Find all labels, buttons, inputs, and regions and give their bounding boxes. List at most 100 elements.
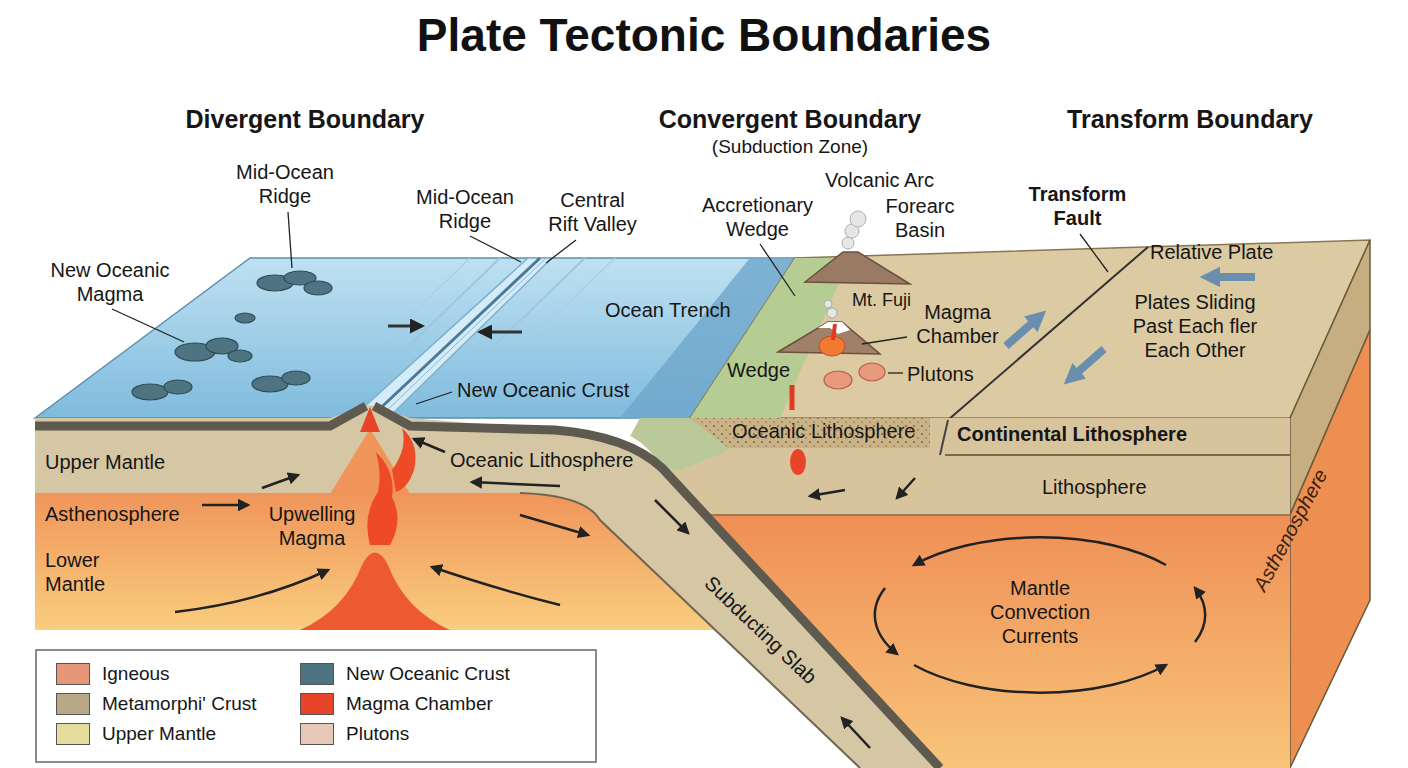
- leader-line: [288, 212, 292, 268]
- convection-arrow: [1195, 588, 1205, 642]
- seafloor-rocks: [304, 281, 332, 295]
- part-label: Upper Mantle: [45, 450, 165, 474]
- motion-arrow: [480, 331, 522, 334]
- part-label: Forearc Basin: [880, 194, 960, 242]
- mantle-arrow: [520, 515, 588, 535]
- motion-arrow: [388, 325, 422, 328]
- part-label: Mt. Fuji: [852, 290, 911, 312]
- seafloor-rocks: [235, 313, 255, 323]
- mantle-arrow: [897, 478, 915, 498]
- legend-text: Magma Chamber: [346, 693, 493, 716]
- mantle-arrow: [432, 567, 560, 605]
- side-face: [1290, 330, 1370, 768]
- mantle-arrow: [175, 570, 328, 612]
- legend-box: [36, 650, 596, 762]
- leader-line: [862, 337, 907, 344]
- seafloor-rocks: [132, 384, 168, 400]
- leader-line: [416, 392, 452, 404]
- volcanoes: [842, 237, 854, 249]
- convection-arrow: [914, 537, 1166, 565]
- legend-box: [36, 650, 596, 762]
- part-label: Magma Chamber: [910, 300, 1005, 348]
- part-label: Ocean Trench: [605, 298, 731, 322]
- leader-line: [112, 212, 1108, 404]
- mantle-arrow: [842, 718, 870, 748]
- oceanic-lithosphere: [35, 405, 940, 768]
- part-label: Volcanic Arc: [825, 168, 934, 192]
- part-label: Mid-Ocean Ridge: [405, 185, 525, 233]
- convection-arrow: [914, 665, 1166, 693]
- oceanic-lithosphere: [35, 405, 935, 768]
- part-label: New Oceanic Magma: [40, 258, 180, 306]
- upwelling-magma: [367, 428, 415, 545]
- mantle-arrow: [655, 500, 688, 533]
- part-label: Asthenosphere: [1248, 465, 1332, 595]
- mantle-arrow: [414, 439, 445, 452]
- plate-arrow: [1208, 273, 1255, 281]
- part-label: Upwelling Magma: [262, 502, 362, 550]
- part-label: Plates Sliding Past Each fler Each Other: [1125, 290, 1265, 362]
- part-label: Lithosphere: [1042, 475, 1147, 499]
- ocean-surface: [35, 258, 795, 418]
- part-label: Lower Mantle: [45, 548, 125, 596]
- legend-text: Metamorphi' Crust: [102, 693, 257, 716]
- plate-arrow: [1006, 316, 1040, 346]
- leader-line: [112, 309, 184, 342]
- volcanoes: [824, 300, 832, 308]
- leader-line: [1080, 234, 1108, 272]
- ocean-surface: [540, 258, 615, 330]
- part-label: Mantle Convection Currents: [980, 576, 1100, 648]
- mantle-arrow: [472, 482, 560, 486]
- part-label: Oceanic Lithosphere: [732, 419, 915, 443]
- oceanic-lithosphere: [360, 407, 380, 432]
- leader-line: [760, 244, 795, 296]
- mantle-arrow: [810, 490, 845, 496]
- part-label: New Oceanic Crust: [457, 378, 629, 402]
- seafloor-rocks: [164, 380, 192, 394]
- land-surface: [690, 240, 1370, 418]
- part-label: Accretionary Wedge: [695, 193, 820, 241]
- legend-swatch: [56, 723, 90, 745]
- continental-lithosphere: [702, 514, 1290, 516]
- continental-lithosphere: [940, 420, 948, 455]
- volcanoes: [833, 324, 835, 340]
- volcanoes: [790, 385, 795, 410]
- seafloor-rocks: [282, 371, 310, 385]
- convection-arrow: [875, 588, 897, 654]
- plutons: [824, 363, 885, 389]
- land-surface: [690, 240, 1370, 420]
- leader-line: [470, 236, 521, 262]
- legend-swatch: [300, 723, 334, 745]
- part-label: Continental Lithosphere: [957, 422, 1187, 446]
- part-label: Relative Plate: [1150, 240, 1273, 264]
- plutons: [824, 371, 852, 389]
- part-label: Mid-Ocean Ridge: [225, 160, 345, 208]
- legend-swatch: [300, 693, 334, 715]
- part-label: Transform Fault: [1020, 182, 1135, 230]
- part-label: Central Rift Valley: [545, 188, 640, 236]
- plate-arrow: [1070, 349, 1104, 379]
- section-subheading: (Subduction Zone): [712, 136, 868, 159]
- plutons: [859, 363, 885, 381]
- upwelling-magma: [392, 428, 416, 492]
- continental-lithosphere: [690, 418, 930, 448]
- seafloor-rocks: [132, 271, 332, 400]
- leader-line: [888, 372, 903, 373]
- mantle-arrow: [262, 475, 298, 488]
- motion-arrow: [388, 326, 522, 332]
- seafloor-rocks: [228, 350, 252, 362]
- volcanoes: [790, 449, 806, 475]
- legend-text: New Oceanic Crust: [346, 663, 510, 686]
- legend-swatch: [56, 663, 90, 685]
- legend-text: Plutons: [346, 723, 409, 746]
- diagram-title: Plate Tectonic Boundaries: [417, 8, 991, 63]
- part-label: Wedge: [727, 358, 790, 382]
- continental-lithosphere: [690, 418, 930, 448]
- legend-text: Upper Mantle: [102, 723, 216, 746]
- legend-text: Igneous: [102, 663, 170, 686]
- continental-lithosphere: [945, 454, 1290, 456]
- upwelling-magma: [367, 452, 397, 545]
- oceanic-lithosphere: [35, 406, 940, 768]
